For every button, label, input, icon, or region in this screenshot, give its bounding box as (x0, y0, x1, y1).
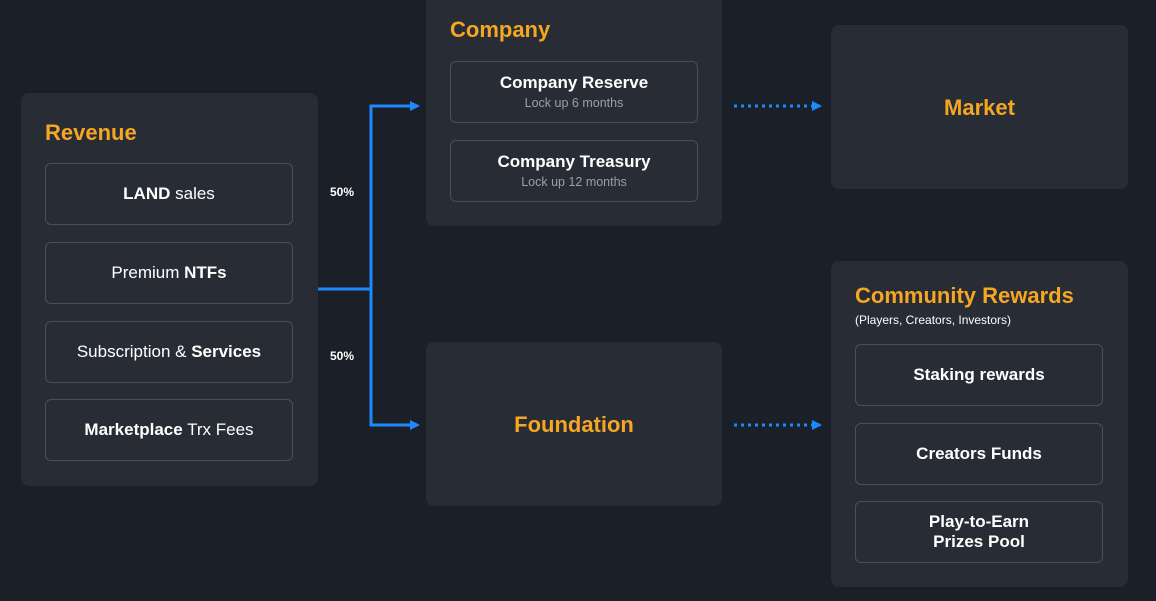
company-treasury-box: Company Treasury Lock up 12 months (450, 140, 698, 202)
revenue-item-land-sales: LAND sales (45, 163, 293, 225)
company-reserve-box: Company Reserve Lock up 6 months (450, 61, 698, 123)
market-panel: Market (831, 25, 1128, 189)
community-rewards-subtitle: (Players, Creators, Investors) (855, 313, 1012, 327)
company-title: Company (450, 17, 551, 42)
company-treasury-label: Company Treasury (497, 152, 651, 172)
revenue-panel: Revenue LAND sales Premium NTFs Subscrip… (21, 93, 318, 486)
community-rewards-panel: Community Rewards (Players, Creators, In… (831, 261, 1128, 587)
community-item-prizes-pool: Play-to-Earn Prizes Pool (855, 501, 1103, 563)
foundation-title: Foundation (514, 412, 634, 437)
community-item-staking-rewards: Staking rewards (855, 344, 1103, 406)
community-rewards-title: Community Rewards (855, 283, 1074, 308)
market-title: Market (944, 95, 1015, 120)
revenue-title: Revenue (45, 120, 137, 145)
split-arrow (318, 101, 420, 430)
split-top-percentage: 50% (330, 185, 355, 199)
revenue-item-premium-ntfs: Premium NTFs (45, 242, 293, 304)
foundation-panel: Foundation (426, 342, 722, 506)
community-item-creators-funds: Creators Funds (855, 423, 1103, 485)
split-bottom-percentage: 50% (330, 349, 355, 363)
revenue-item-subscription-services: Subscription & Services (45, 321, 293, 383)
revenue-item-marketplace-fees: Marketplace Trx Fees (45, 399, 293, 461)
company-treasury-sub: Lock up 12 months (521, 174, 627, 189)
company-panel: Company Company Reserve Lock up 6 months… (426, 0, 722, 226)
company-reserve-label: Company Reserve (499, 73, 649, 93)
company-reserve-sub: Lock up 6 months (524, 95, 624, 110)
